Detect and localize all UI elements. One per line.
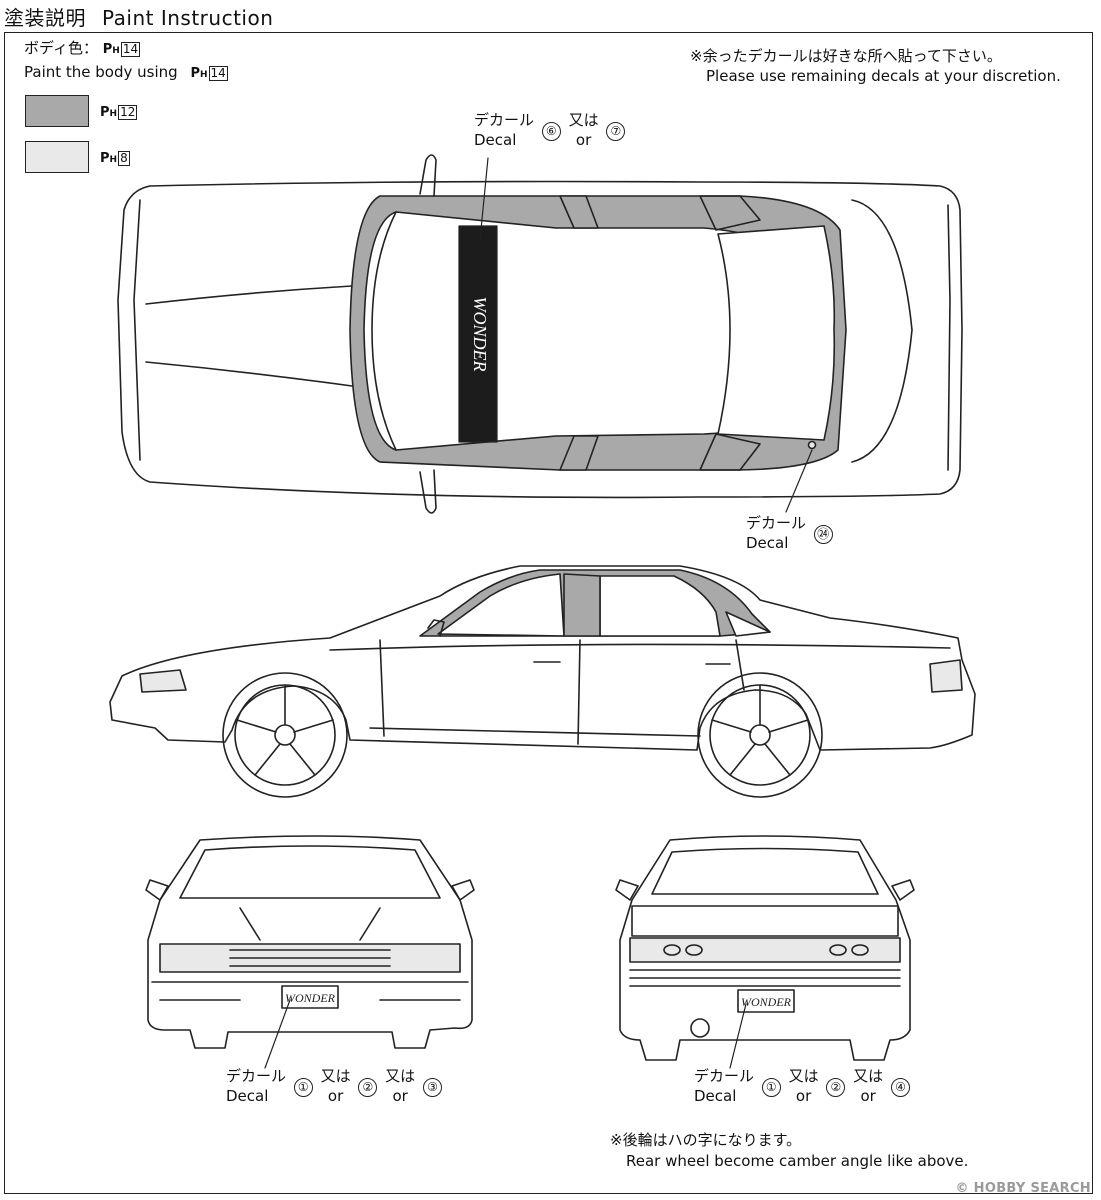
side-door-line-rear <box>735 639 745 691</box>
side-rocker-stripe <box>369 727 701 737</box>
note-remaining-decals-en: Please use remaining decals at your disc… <box>706 67 1061 85</box>
front-body-outline <box>147 835 473 1049</box>
top-rear-decal-spot <box>807 440 817 450</box>
rear-plate <box>737 989 795 1013</box>
leader-rear-plate <box>729 1003 747 1069</box>
note-remaining-decals-jp: ※余ったデカールは好きな所へ貼って下さい。 <box>690 47 1002 65</box>
leader-windshield-decal <box>479 157 489 241</box>
callout-leaders <box>264 157 813 1069</box>
note-camber-jp: ※後輪はハの字になります。 <box>610 1131 802 1149</box>
top-pillar-rear-left <box>699 433 761 471</box>
rear-glass <box>651 847 879 895</box>
rear-light-bar <box>629 937 901 963</box>
front-hood-line-right <box>359 907 381 941</box>
title-en: Paint Instruction <box>102 6 274 30</box>
side-belt-line <box>329 643 951 651</box>
front-windshield <box>179 845 441 899</box>
rear-light-left-1 <box>663 944 681 956</box>
rear-bumper-lines <box>629 969 901 987</box>
rear-mirror-right <box>891 879 915 901</box>
front-view: WONDER <box>145 835 475 1049</box>
rear-trunk-lid <box>631 905 899 937</box>
side-rear-wheel <box>697 672 823 798</box>
side-taillight <box>929 659 963 693</box>
front-plate-text: WONDER <box>285 991 336 1005</box>
instruction-frame <box>4 32 1093 1194</box>
decal-number-7: ⑦ <box>606 122 626 141</box>
note-camber-en: Rear wheel become camber angle like abov… <box>626 1152 969 1170</box>
windshield-banner-decal <box>458 225 498 443</box>
decal-number-24: ㉔ <box>813 525 833 544</box>
top-trunk-line <box>851 199 913 463</box>
top-hood-crease-2 <box>145 361 353 387</box>
side-door-line-mid <box>577 639 581 745</box>
rear-exhaust <box>690 1018 710 1038</box>
front-plate <box>281 985 339 1009</box>
windshield-banner-text: WONDER <box>470 297 490 372</box>
front-bumper <box>151 981 469 1001</box>
top-body-inner <box>133 199 951 471</box>
top-pillar-front-left <box>559 435 599 471</box>
page-title: 塗装説明 Paint Instruction <box>4 2 273 31</box>
top-mirror-left <box>419 469 437 514</box>
rear-light-right-2 <box>851 944 869 956</box>
rear-plate-text: WONDER <box>741 995 792 1009</box>
top-body-outline <box>117 180 963 499</box>
top-rear-glass <box>717 225 836 441</box>
top-pillar-rear-right <box>699 195 761 231</box>
watermark: © HOBBY SEARCH <box>955 1181 1091 1196</box>
rear-body-outline <box>619 835 911 1061</box>
side-middle-window <box>599 575 721 637</box>
leader-rear-decal <box>785 449 813 513</box>
callout-windshield-decal: デカール Decal ⑥ 又は or ⑦ <box>474 110 628 150</box>
rear-mirror-left <box>615 879 639 901</box>
side-front-window <box>437 573 565 637</box>
side-front-wheel <box>222 672 348 798</box>
front-mirror-left <box>145 879 169 901</box>
side-mirror <box>427 619 445 637</box>
decal-number-6: ⑥ <box>541 122 561 141</box>
top-hood-crease-1 <box>145 285 353 305</box>
side-view <box>109 565 976 798</box>
front-hood-line-left <box>239 907 261 941</box>
front-grille-lines <box>229 949 391 967</box>
top-view: WONDER <box>117 154 963 514</box>
rear-view: WONDER <box>615 835 915 1061</box>
top-windshield-inner <box>371 211 397 451</box>
paint-code-body: PH <box>102 42 120 57</box>
leader-front-plate <box>264 999 291 1069</box>
callout-rear-glass-decal: デカール Decal ㉔ <box>746 513 836 553</box>
side-rear-quarter-window <box>725 611 771 637</box>
side-door-line-front <box>379 639 385 737</box>
rear-light-right-1 <box>829 944 847 956</box>
side-headlight <box>139 669 187 693</box>
top-roof <box>363 211 769 451</box>
title-jp: 塗装説明 <box>4 6 86 30</box>
side-body-outline <box>109 565 976 751</box>
paint-swatch-gray <box>25 95 89 127</box>
top-mirror-right <box>419 154 437 197</box>
paint-swatch-light <box>25 141 89 173</box>
rear-light-left-2 <box>685 944 703 956</box>
front-mirror-right <box>451 879 475 901</box>
top-pillar-front-right <box>559 195 599 229</box>
side-b-pillar <box>563 573 601 637</box>
